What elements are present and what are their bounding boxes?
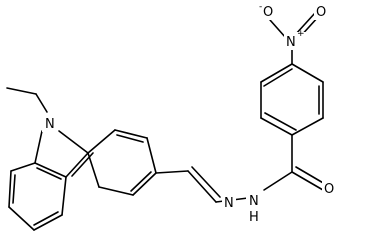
ethyl-group [6, 87, 48, 113]
ring-bond [114, 129, 148, 139]
chain-bond [187, 170, 217, 203]
ring-bond [260, 63, 293, 83]
nitro-nitrogen-label: N [286, 35, 296, 50]
ring-bond [291, 63, 324, 83]
label-bg [256, 2, 278, 20]
carbazole-nitrogen: N [42, 114, 58, 132]
ring-bond [34, 130, 43, 164]
right-carbazole-ring [71, 129, 157, 196]
chain-bond [295, 166, 326, 185]
nitro-nitrogen: N + [284, 29, 306, 50]
ring-bond [34, 162, 67, 178]
ring-bond [33, 214, 63, 231]
nitro-bond [269, 19, 287, 39]
ring-bond [98, 186, 134, 196]
ring-bond [116, 134, 144, 143]
label-bg [246, 191, 264, 225]
ring-bond [58, 130, 89, 154]
chain-bond [263, 171, 293, 191]
ring-bond [8, 206, 35, 231]
ring-bond [87, 152, 100, 188]
ethyl-bond-ch2 [35, 93, 48, 113]
nitro-oxygen-minus-charge: - [259, 2, 262, 12]
chain-bond [291, 171, 324, 191]
ring-bond [263, 68, 293, 87]
ethyl-bond-ch3 [6, 87, 37, 95]
chain-bond [191, 166, 221, 198]
nitro-plus-charge: + [297, 29, 305, 39]
ring-bond [87, 129, 116, 154]
ring-bond [291, 117, 324, 136]
ring-bond [264, 112, 297, 131]
label-bg [314, 2, 330, 20]
ring-bond [12, 174, 16, 204]
ring-bond [8, 170, 12, 208]
pyrrole-ring [34, 130, 89, 178]
nitro-bond [294, 12, 316, 36]
label-bg [222, 194, 236, 212]
carbazole-nitrogen-label: N [45, 117, 55, 132]
ring-bond [61, 176, 67, 216]
left-benzene-ring [8, 162, 67, 231]
hydrazone-nitrogen-1: N [222, 194, 236, 212]
nitro-oxygen-anion-label: O [263, 5, 273, 20]
label-bg [284, 32, 306, 50]
carbonyl-oxygen-label: O [324, 182, 334, 197]
nitro-oxygen-anion: - O [256, 2, 278, 20]
hydrazone-hydrogen-label: H [249, 210, 259, 225]
ring-bond [33, 211, 59, 226]
ring-bond [36, 167, 62, 180]
nitro-oxygen-double-label: O [316, 5, 326, 20]
ring-bond [146, 137, 157, 174]
hydrazone-nitrogen-2-label: N [249, 194, 259, 209]
hydrazone-nh: N H [246, 191, 264, 225]
ring-bond [65, 152, 89, 178]
ring-bond [10, 162, 36, 172]
ring-bond [130, 171, 152, 192]
label-bg [322, 179, 340, 197]
nitro-oxygen-double: O [314, 2, 330, 20]
ring-bond [132, 172, 157, 196]
hydrazone-nitrogen-1-label: N [224, 196, 234, 211]
chain-bond [155, 170, 189, 174]
label-bg [42, 114, 58, 132]
ring-bond [71, 152, 94, 177]
carbonyl-oxygen: O [322, 179, 340, 197]
hydrazone-linker [155, 134, 326, 203]
ring-bond [260, 117, 293, 136]
nitrophenyl-ring [260, 63, 324, 136]
